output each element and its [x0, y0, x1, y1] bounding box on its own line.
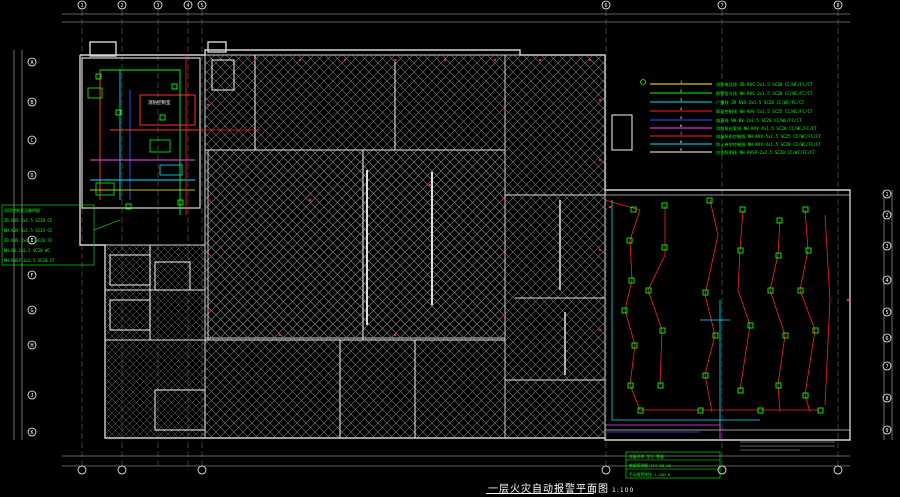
axis-label: 2: [120, 3, 123, 9]
legend-entry: 排烟风机控制线 NH-KVV-5x1.5 SC25 CC/WC/FC/CT: [716, 133, 821, 140]
axis-label: E: [30, 238, 33, 244]
axis-label: 7: [720, 3, 723, 9]
title-underline: [486, 493, 594, 494]
axis-label: 4: [885, 278, 888, 284]
legend-entry: 报警信号线 NH-RVS-2x1.5 SC20 CC/WC/FC/CT: [716, 90, 813, 97]
axis-label: 6: [885, 336, 888, 342]
table-row: 设备名称 型号 数量: [629, 454, 664, 459]
drawing-scale: 1:100: [612, 487, 635, 494]
axis-labels-left: A B C D E F G H J K: [30, 60, 33, 436]
smoke-detectors: [95, 73, 824, 414]
annotation-lines: [740, 441, 835, 451]
left-notes-block: 消防控制室设备明细 ZR-RVS-2x1.5 SC20 CC NH-KVV-5x…: [1, 204, 121, 266]
note-line: ZR-RVS-2x1.5 SC20 FC: [4, 238, 53, 243]
dimension-lines: [13, 13, 893, 467]
axis-label: 7: [885, 364, 888, 370]
legend-entry: 电源线 NH-BV-2x2.5 SC20 CC/WC/FC/CT: [716, 117, 802, 124]
note-line: ZR-RVS-2x1.5 SC20 CC: [4, 218, 53, 223]
svg-text:2: 2: [680, 89, 682, 93]
axis-label: 3: [156, 3, 159, 9]
wiring-legend: 1 2 3 4 5 6 7 8 9 消防电话线 ZR-RVS-2x1.5 SC20 CC/W…: [640, 79, 821, 156]
axis-label: 9: [885, 428, 888, 434]
axis-label: 8: [836, 3, 839, 9]
axis-label: 4: [186, 3, 189, 9]
axis-label: K: [30, 430, 33, 436]
axis-labels-top: 1 2 3 4 5 6 7 8: [80, 3, 839, 9]
drawing-title-text: 一层火灾自动报警平面图: [488, 484, 609, 495]
note-line: NH-RVSP-2x2.5 SC20 CT: [4, 258, 55, 263]
table-row: 感烟探测器 JTY-GD 28: [629, 463, 672, 468]
equipment-table: 设备名称 型号 数量 感烟探测器 JTY-GD 28 手动报警按钮 J-SAM …: [625, 451, 721, 479]
note-line: NH-BV-2x2.5 SC20 WC: [4, 248, 50, 253]
note-line: 消防控制室设备明细: [4, 207, 40, 213]
axis-label: H: [30, 343, 33, 349]
legend-entry: 消防电话线 ZR-RVS-2x1.5 SC20 CC/WC/FC/CT: [716, 81, 813, 88]
axis-label: 3: [885, 244, 888, 250]
svg-text:3: 3: [680, 98, 682, 102]
axis-label: F: [30, 273, 33, 279]
axis-label: 6: [604, 3, 607, 9]
axis-label: 5: [885, 310, 888, 316]
axis-bubbles-bottom: [77, 465, 843, 475]
svg-text:消防控制室: 消防控制室: [148, 99, 171, 106]
linkage-wiring: [605, 424, 721, 440]
axis-bubbles-top: [77, 0, 843, 10]
axis-labels-right: 1 2 3 4 5 6 7 8 9: [885, 192, 888, 434]
axis-label: G: [30, 308, 33, 314]
interior-walls: [105, 55, 851, 438]
fire-control-room: [81, 57, 201, 215]
hatched-rooms: [104, 54, 606, 439]
axis-bubbles-left: [27, 57, 37, 437]
wall-devices: [206, 58, 850, 337]
legend-entry: 广播线 ZR-RVS-2x1.5 SC20 CC/WC/FC/CT: [716, 99, 805, 106]
legend-entry: 消防泵启泵线 NH-KVV-4x1.5 SC20 CC/WC/FC/CT: [716, 125, 817, 132]
legend-entry: 防火卷帘控制线 NH-KVV-4x1.5 SC20 CC/WC/FC/CT: [716, 141, 821, 148]
svg-text:8: 8: [680, 140, 682, 144]
table-row: 手动报警按钮 J-SAM 6: [629, 472, 671, 477]
axis-label: 1: [885, 192, 888, 198]
svg-text:4: 4: [680, 107, 682, 111]
axis-label: 5: [200, 3, 203, 9]
axis-label: 1: [80, 3, 83, 9]
note-line: NH-KVV-5x1.5 SC25 CC: [4, 228, 53, 233]
axis-label: J: [30, 393, 33, 399]
signal-wiring: [611, 200, 760, 430]
axis-label: B: [30, 100, 33, 106]
axis-bubbles-right: [882, 189, 892, 435]
legend-entry: 联动控制线 NH-KVV-5x1.5 SC25 CC/WC/FC/CT: [716, 108, 813, 115]
svg-text:6: 6: [680, 124, 682, 128]
legend-entry: 应急照明线 NH-RVSP-2x2.5 SC20 CC/WC/FC/CT: [716, 149, 816, 156]
axis-label: 2: [885, 213, 888, 219]
svg-text:9: 9: [680, 148, 682, 152]
svg-text:5: 5: [680, 116, 682, 120]
svg-text:7: 7: [680, 132, 682, 136]
axis-label: C: [30, 138, 33, 144]
axis-label: A: [30, 60, 33, 66]
axis-label: 8: [885, 396, 888, 402]
axis-label: D: [30, 173, 33, 179]
svg-text:1: 1: [680, 80, 682, 84]
